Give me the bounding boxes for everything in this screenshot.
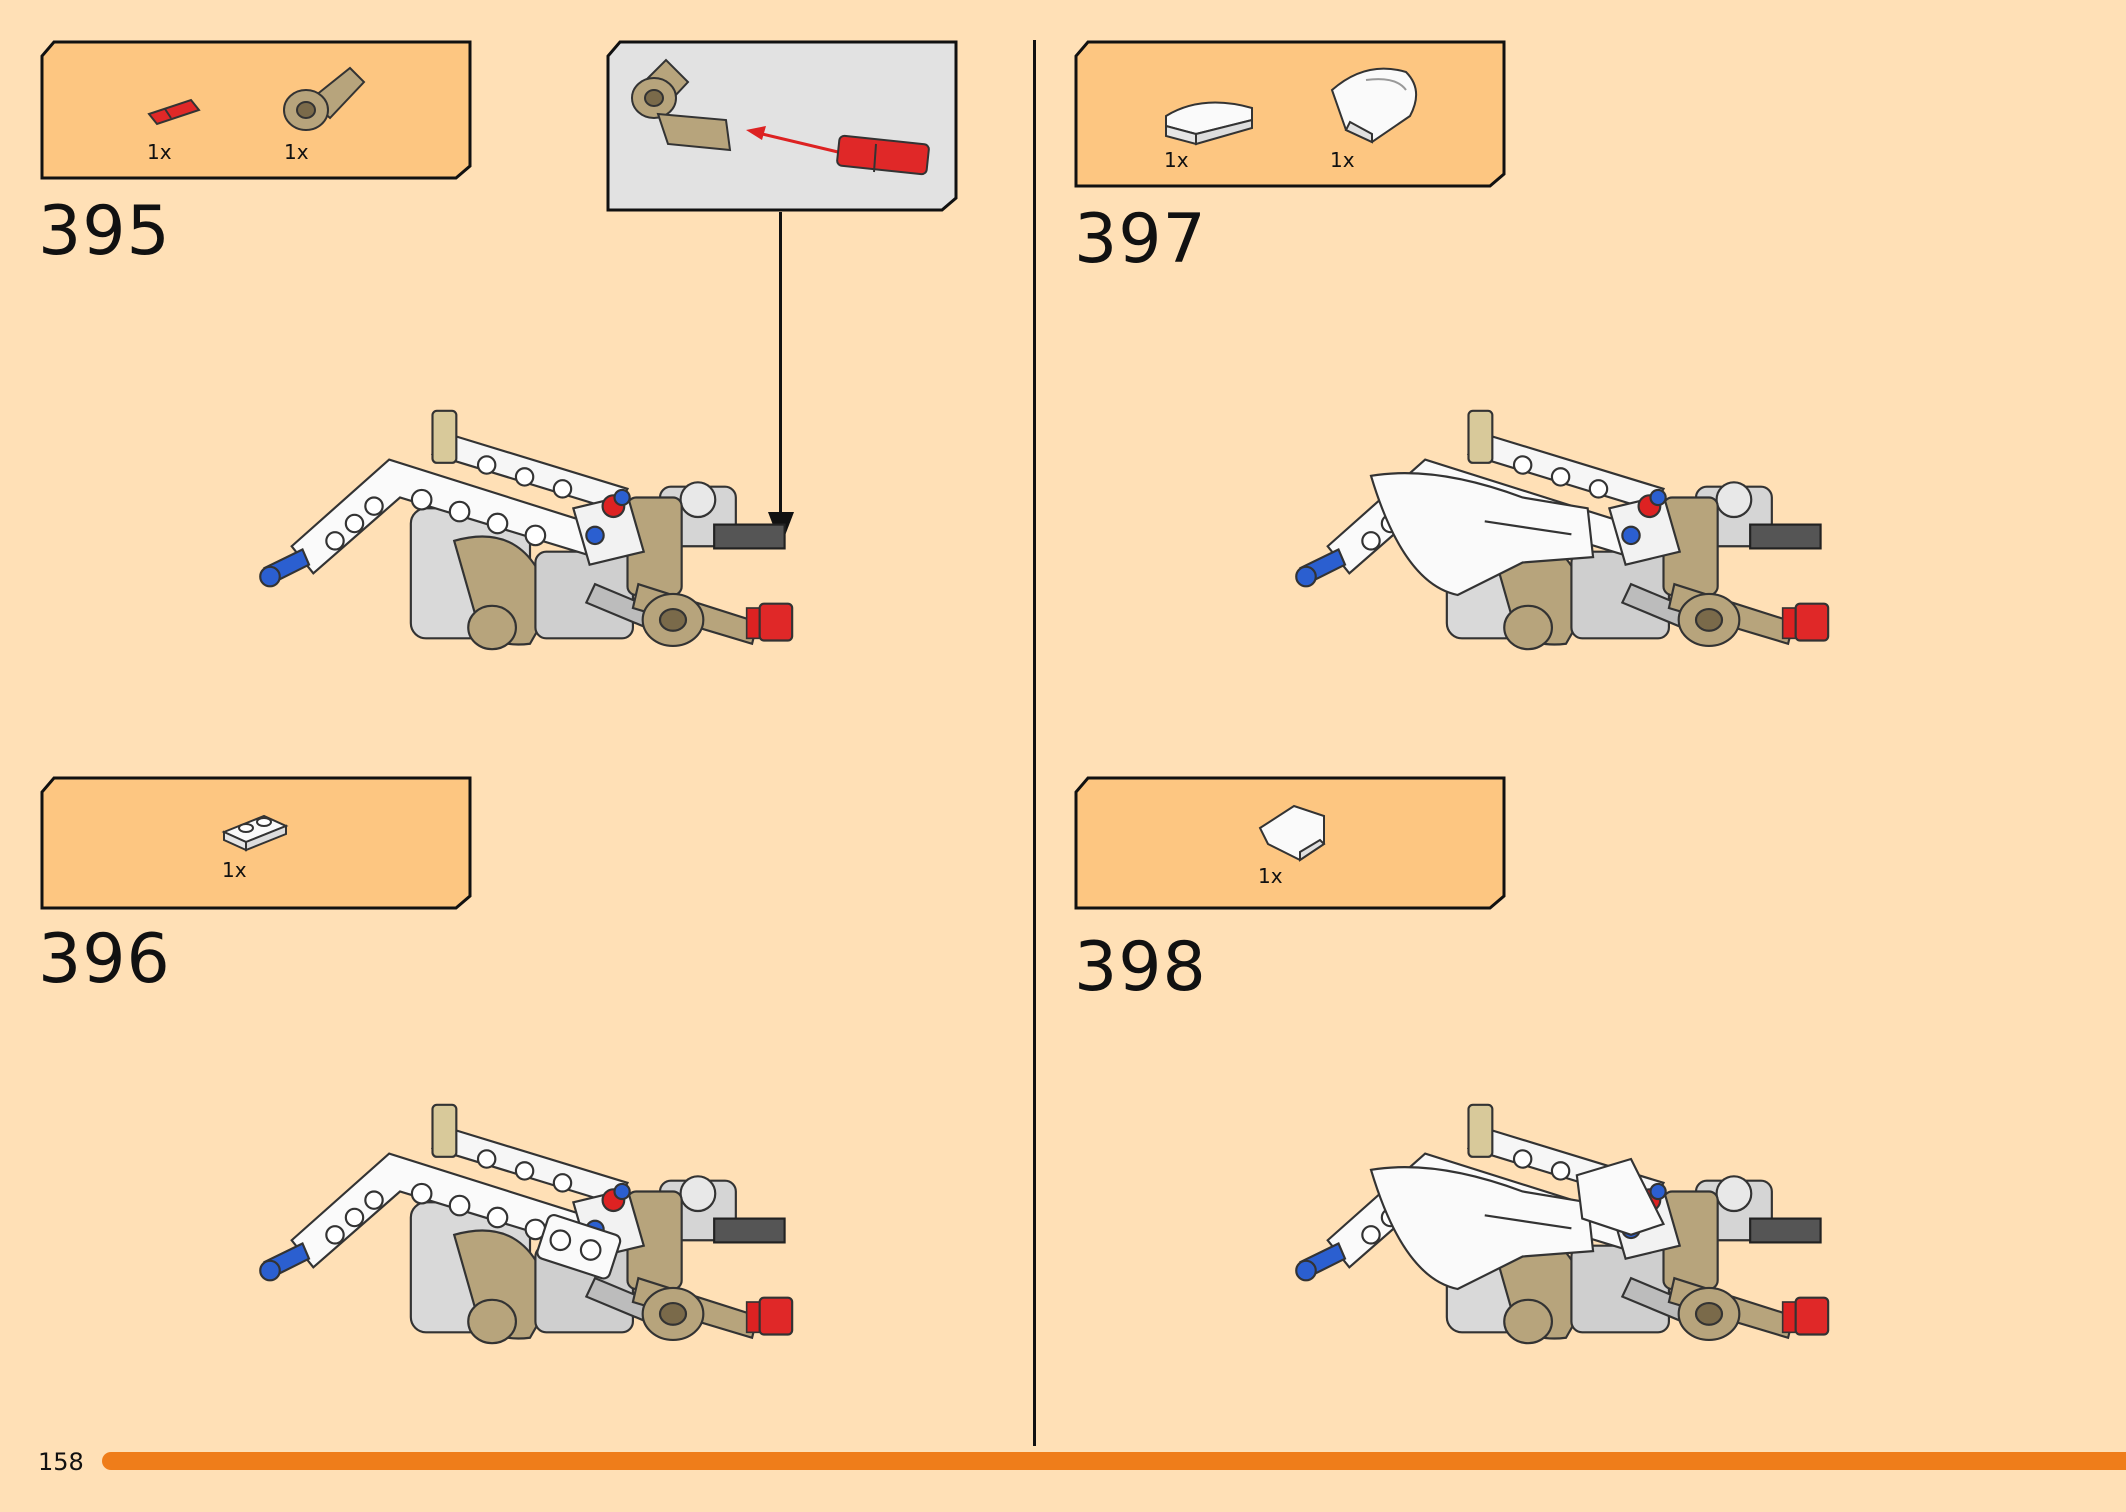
step-397: 1x 1x 397	[1036, 0, 2126, 730]
callout-line	[779, 212, 782, 522]
assembly-model	[259, 409, 794, 651]
assembly-model	[1295, 1103, 1830, 1345]
column-divider	[1033, 40, 1036, 1446]
parts-list-box	[1074, 40, 1506, 188]
progress-bar	[102, 1452, 2126, 1470]
part-qty: 1x	[284, 140, 309, 164]
step-number: 395	[38, 192, 171, 271]
step-398: 1x 398	[1036, 760, 2126, 1410]
step-number: 398	[1074, 928, 1207, 1007]
part-qty: 1x	[147, 140, 172, 164]
tan-angled-connector-icon	[283, 66, 366, 131]
parts-list-box	[40, 40, 472, 180]
part-qty: 1x	[1164, 148, 1189, 172]
step-number: 396	[38, 920, 171, 999]
white-curved-slope-icon	[1165, 101, 1253, 146]
part-qty: 1x	[222, 858, 247, 882]
white-rounded-wedge-icon	[1330, 67, 1417, 144]
red-axle-connector-icon	[147, 98, 201, 126]
assembly-model	[259, 1103, 794, 1345]
white-plate-1x2-icon	[221, 814, 289, 852]
white-wedge-plate-icon	[1258, 804, 1326, 862]
part-qty: 1x	[1258, 864, 1283, 888]
step-395: 1x 1x 395	[0, 0, 1030, 730]
callout-box	[606, 40, 958, 212]
step-number: 397	[1074, 200, 1207, 279]
assembly-model	[1295, 409, 1830, 651]
page-number: 158	[38, 1448, 84, 1476]
part-qty: 1x	[1330, 148, 1355, 172]
step-396: 1x 396	[0, 760, 1030, 1410]
